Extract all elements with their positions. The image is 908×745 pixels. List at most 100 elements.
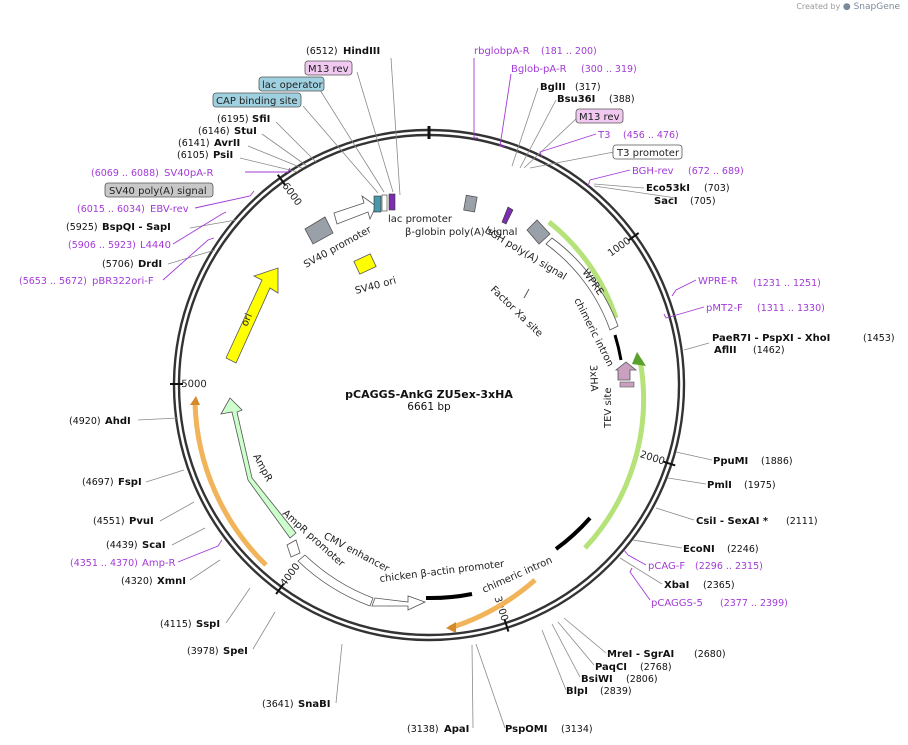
site-name: Eco53kI: [646, 183, 690, 194]
bgh-box: [501, 206, 514, 225]
orange-arc-left-arrow: [190, 396, 200, 405]
ori-arrow: [225, 267, 279, 364]
primer-range: (1311 .. 1330): [757, 303, 825, 314]
site-pos: (2246): [727, 544, 759, 555]
tick-label: 4000: [279, 561, 303, 588]
site-pos: (317): [575, 82, 601, 93]
leader-fspi: [145, 469, 185, 483]
site-name: FspI: [118, 477, 142, 488]
site-name: SfiI: [252, 114, 270, 125]
site-pos: (3134): [561, 724, 593, 735]
m13-rev-box: [388, 193, 396, 211]
primer-name: pMT2-F: [706, 303, 743, 314]
leader-ahdi: [137, 417, 179, 421]
feature-lac-promoter: lac promoter: [388, 214, 453, 225]
leader-bglii: [511, 87, 539, 167]
site-pos: (2111): [786, 516, 818, 527]
leader-hindiii: [390, 57, 401, 196]
primer-name: SV40pA-R: [164, 168, 213, 179]
primer-range: (5906 .. 5923): [68, 240, 136, 251]
kb-tick: [503, 618, 510, 632]
sites-left: (6195) SfiI (6146) StuI (6141) AvrII (61…: [66, 114, 330, 710]
site-name: BlpI: [566, 686, 588, 697]
site-name: SpeI: [223, 646, 248, 657]
primer-name: WPRE-R: [698, 276, 738, 287]
cmv-enhancer-arrow: [297, 554, 374, 607]
leader-m13rev-right: [523, 117, 578, 169]
site-name: PsiI: [213, 150, 233, 161]
leader-pbr322ori: [162, 237, 215, 281]
site-pos: (2365): [703, 580, 735, 591]
boxed-label-lac-operator: lac operator: [258, 76, 325, 92]
primer-name: BGH-rev: [632, 166, 674, 177]
leader-blpi: [541, 629, 567, 691]
boxed-label-text: SV40 poly(A) signal: [109, 186, 207, 197]
leader-sspi: [225, 587, 251, 624]
leader-pcaggs5: [629, 567, 651, 601]
tick-label: 5000: [181, 379, 206, 390]
primer-range: (5653 .. 5672): [19, 276, 87, 287]
feature-ori: ori: [240, 312, 255, 328]
site-pos: (6105): [177, 150, 209, 161]
primer-leaders: [162, 58, 705, 601]
leader-saci: [593, 185, 677, 199]
primer-name: Bglob-pA-R: [511, 64, 567, 75]
leader-ppumi: [675, 451, 713, 461]
credit: Created by ● SnapGene: [796, 2, 900, 12]
site-pos: (703): [704, 183, 730, 194]
leader-t3: [539, 133, 597, 158]
boxed-label-m13rev-left: M13 rev: [304, 60, 353, 76]
leader-sv40pa: [245, 167, 291, 173]
leader-cap: [302, 105, 379, 194]
leader-rbglobpa: [473, 58, 478, 139]
chimeric-intron-marker: [613, 334, 623, 361]
snapgene-logo: ●: [842, 2, 854, 12]
leader-amp-r: [177, 539, 223, 563]
leader-pcag-f: [623, 549, 647, 566]
site-pos: (4439): [106, 540, 138, 551]
primer-range: (181 .. 200): [541, 46, 597, 57]
site-name: BglII: [540, 82, 566, 93]
site-pos: (3138): [407, 724, 439, 735]
chimeric-intron-arc-2: [554, 516, 592, 551]
site-pos: (6141): [178, 138, 210, 149]
site-pos: (2839): [600, 686, 632, 697]
site-name: PpuMI: [713, 456, 748, 467]
beta-globin-box: [463, 194, 478, 213]
tick-label: 1000: [606, 236, 633, 260]
site-pos: (3978): [187, 646, 219, 657]
site-pos: (2680): [694, 649, 726, 660]
feature-3xha: 3xHA: [587, 365, 599, 392]
primer-range: (6069 .. 6088): [91, 168, 159, 179]
lac-operator-box: [381, 194, 388, 212]
backbone-outer-ring: [172, 128, 686, 642]
site-name: XbaI: [664, 580, 689, 591]
leader-pvui: [159, 501, 195, 522]
leader-t3-promoter: [529, 151, 615, 169]
leader-drdi: [167, 249, 216, 265]
leader-stui: [261, 133, 308, 167]
site-pos: (1975): [744, 480, 776, 491]
feature-chicken-actin: chicken β-actin promoter: [379, 559, 506, 585]
primer-name: Amp-R: [142, 558, 176, 569]
wpre-arrow: [545, 237, 619, 331]
leader-pspomi: [475, 643, 506, 729]
leader-wpre-r: [671, 279, 697, 297]
plasmid-name: pCAGGS-AnkG ZU5ex-3xHA: [345, 388, 513, 401]
site-name: AhdI: [105, 416, 131, 427]
site-pos: (4320): [121, 576, 153, 587]
primer-name: pCAG-F: [648, 561, 685, 572]
boxed-label-m13rev-right: M13 rev: [575, 108, 624, 124]
3xha-arrow: [614, 361, 638, 381]
site-pos: (4697): [82, 477, 114, 488]
site-pos: (3641): [262, 699, 294, 710]
site-name: PvuI: [129, 516, 154, 527]
site-name: MreI - SgrAI: [607, 649, 674, 660]
site-pos: (5706): [102, 259, 134, 270]
ampr-arrow: [220, 397, 297, 539]
primer-name: EBV-rev: [150, 204, 189, 215]
chimeric-intron-arc: [425, 592, 473, 601]
leader-lines: [137, 57, 713, 729]
factor-xa-mark: [523, 288, 530, 299]
